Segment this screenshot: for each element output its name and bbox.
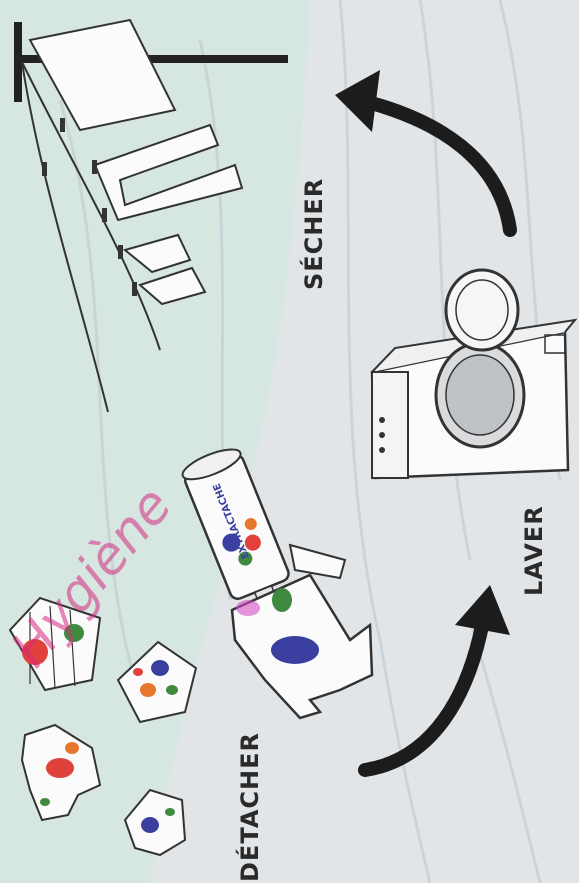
step-label-dry: SÉCHER — [300, 178, 328, 290]
step-label-stain-removal: DÉTACHER — [236, 732, 264, 882]
step-label-wash: LAVER — [520, 505, 548, 596]
